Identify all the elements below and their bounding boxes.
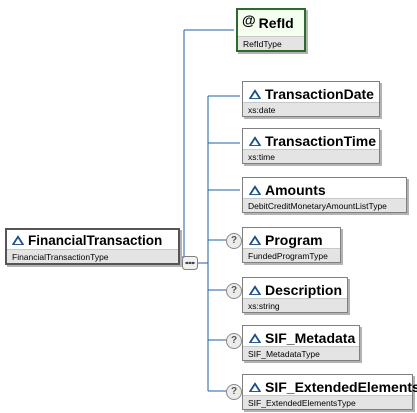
element-icon bbox=[249, 88, 261, 99]
element-name: TransactionTime bbox=[265, 132, 377, 149]
root-element-box[interactable]: FinancialTransaction FinancialTransactio… bbox=[5, 228, 180, 265]
element-name: SIF_Metadata bbox=[265, 329, 356, 346]
element-type: DebitCreditMonetaryAmountListType bbox=[243, 198, 406, 212]
child-element-sif-metadata[interactable]: SIF_Metadata SIF_MetadataType bbox=[242, 325, 360, 361]
attribute-type: RefIdType bbox=[238, 36, 304, 50]
element-name: Description bbox=[265, 281, 343, 298]
optional-icon: ? bbox=[226, 333, 242, 349]
child-element-sif-extendedelements[interactable]: SIF_ExtendedElements SIF_ExtendedElement… bbox=[242, 374, 417, 410]
element-name: Program bbox=[265, 231, 323, 248]
sequence-compositor-icon bbox=[182, 256, 198, 270]
root-element-type: FinancialTransactionType bbox=[7, 249, 178, 263]
element-type: xs:time bbox=[243, 149, 379, 163]
element-type: xs:date bbox=[243, 102, 379, 116]
optional-icon: ? bbox=[226, 283, 242, 299]
attribute-icon: @ bbox=[242, 12, 256, 28]
element-icon bbox=[249, 135, 261, 146]
element-type: SIF_MetadataType bbox=[243, 346, 359, 360]
element-icon bbox=[249, 234, 261, 245]
element-icon bbox=[249, 381, 261, 392]
element-icon bbox=[249, 184, 261, 195]
optional-icon: ? bbox=[226, 384, 242, 400]
element-name: Amounts bbox=[265, 181, 326, 198]
root-element-name: FinancialTransaction bbox=[28, 232, 163, 248]
child-element-amounts[interactable]: Amounts DebitCreditMonetaryAmountListTyp… bbox=[242, 177, 407, 213]
child-element-transactiontime[interactable]: TransactionTime xs:time bbox=[242, 128, 380, 164]
element-name: TransactionDate bbox=[265, 85, 374, 102]
element-type: FundedProgramType bbox=[243, 248, 340, 262]
attribute-name: RefId bbox=[258, 15, 294, 31]
child-element-program[interactable]: Program FundedProgramType bbox=[242, 227, 341, 263]
attribute-box-refid[interactable]: @ RefId RefIdType bbox=[236, 8, 306, 52]
element-name: SIF_ExtendedElements bbox=[265, 378, 417, 395]
child-element-transactiondate[interactable]: TransactionDate xs:date bbox=[242, 81, 380, 117]
element-type: xs:string bbox=[243, 298, 347, 312]
element-icon bbox=[249, 284, 261, 295]
element-type: SIF_ExtendedElementsType bbox=[243, 395, 412, 409]
child-element-description[interactable]: Description xs:string bbox=[242, 277, 348, 313]
optional-icon: ? bbox=[226, 233, 242, 249]
element-icon bbox=[12, 235, 24, 245]
element-icon bbox=[249, 332, 261, 343]
